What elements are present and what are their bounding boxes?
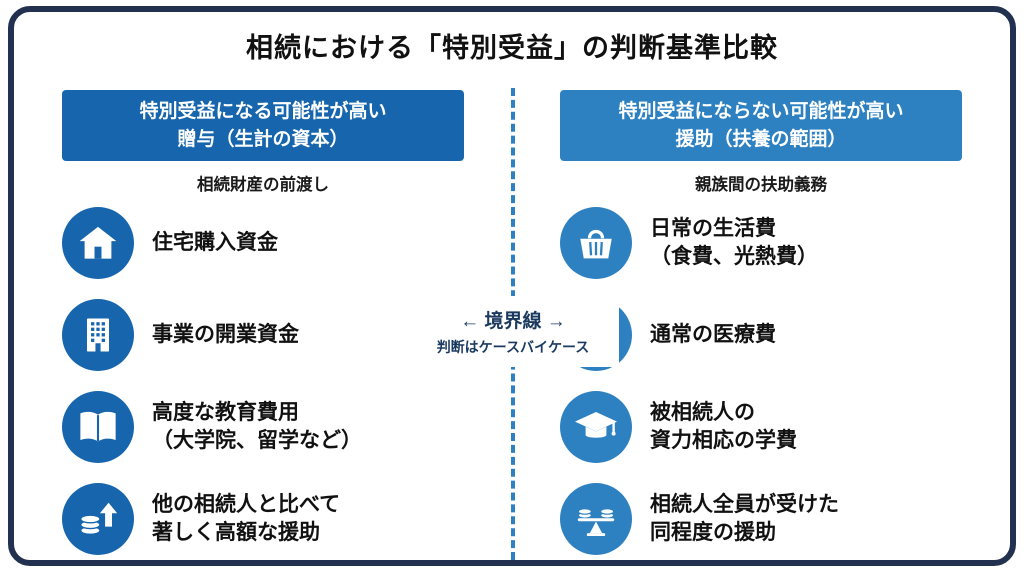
list-item: 日常の生活費 （食費、光熱費） [560,203,962,283]
right-column: 特別受益にならない可能性が高い 援助（扶養の範囲） 親族間の扶助義務 日常の [560,90,962,559]
balance-scale-icon [560,483,632,556]
rising-coins-icon [62,483,134,556]
list-item: 通常の医療費 [560,295,962,375]
page-title: 相続における「特別受益」の判断基準比較 [246,33,778,63]
list-item: 高度な教育費用 （大学院、留学など） [62,387,464,467]
house-icon [62,207,134,280]
graduation-cap-icon [560,391,632,464]
open-book-icon [62,391,134,464]
boundary-note: 判断はケースバイケース [436,339,590,355]
right-column-header: 特別受益にならない可能性が高い 援助（扶養の範囲） [560,90,962,162]
item-label: 通常の医療費 [650,322,776,346]
item-label: 高度な教育費用 （大学院、留学など） [152,400,362,453]
item-label: 他の相続人と比べて 著しく高額な援助 [152,492,341,545]
list-item: 相続人全員が受けた 同程度の援助 [560,479,962,559]
item-label: 事業の開業資金 [152,322,299,346]
list-item: 住宅購入資金 [62,203,464,283]
boundary-label: ← 境界線 → [460,311,566,332]
shopping-basket-icon [560,207,632,280]
list-item: 事業の開業資金 [62,295,464,375]
boundary-label-box: ← 境界線 → 判断はケースバイケース [407,296,619,367]
right-column-subtitle: 親族間の扶助義務 [695,176,827,195]
list-item: 被相続人の 資力相応の学費 [560,387,962,467]
left-column-header: 特別受益になる可能性が高い 贈与（生計の資本） [62,90,464,162]
item-label: 相続人全員が受けた 同程度の援助 [650,492,839,545]
office-building-icon [62,299,134,372]
item-label: 被相続人の 資力相応の学費 [650,400,797,453]
item-label: 日常の生活費 （食費、光熱費） [650,216,818,269]
left-column-subtitle: 相続財産の前渡し [197,176,329,195]
left-item-list: 住宅購入資金 事業の開業資金 [62,203,464,559]
item-label: 住宅購入資金 [152,230,278,254]
right-item-list: 日常の生活費 （食費、光熱費） [560,203,962,559]
list-item: 他の相続人と比べて 著しく高額な援助 [62,479,464,559]
left-column: 特別受益になる可能性が高い 贈与（生計の資本） 相続財産の前渡し 住宅購入資金 [62,90,464,559]
